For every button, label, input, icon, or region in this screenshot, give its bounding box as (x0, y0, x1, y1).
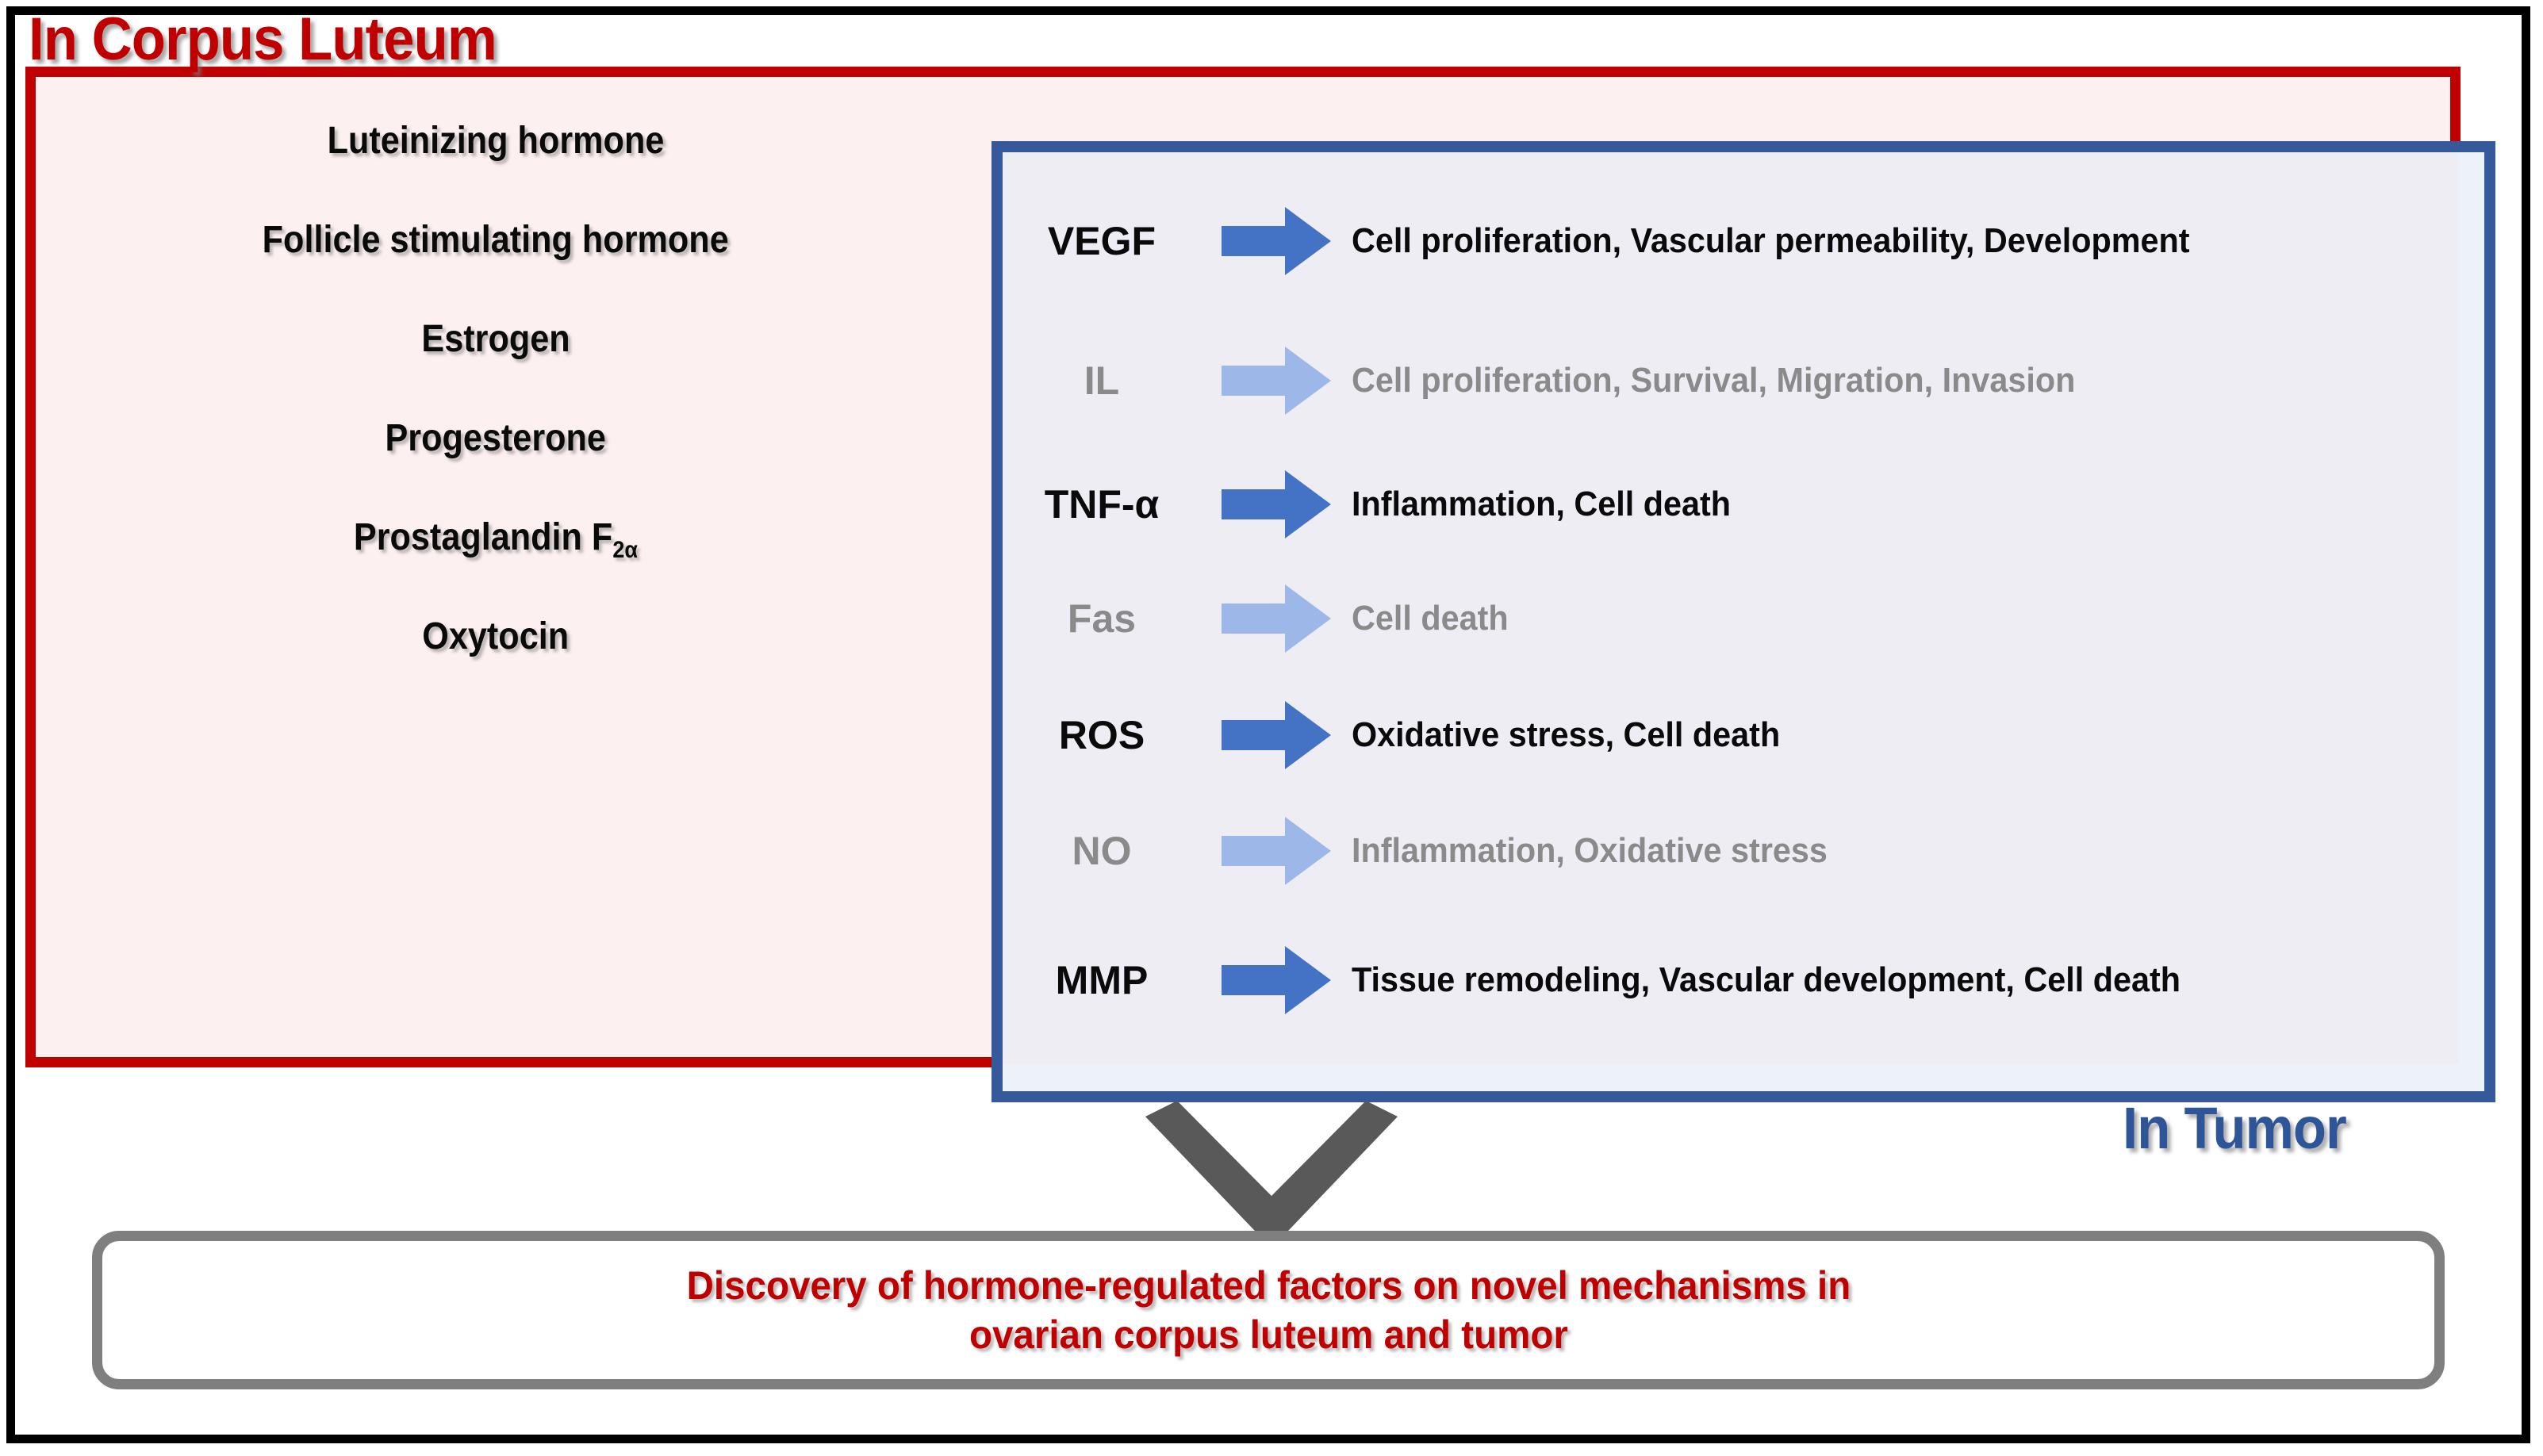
factor-effects: Inflammation, Oxidative stress (1352, 831, 1828, 871)
tumor-panel-inner-fill: VEGF Cell proliferation, Vascular permeab… (1003, 152, 2459, 1064)
right-block-arrow-icon (1201, 584, 1352, 653)
factor-row: VEGF Cell proliferation, Vascular permeab… (1003, 170, 2459, 312)
factor-effects: Oxidative stress, Cell death (1352, 715, 1781, 755)
hormone-item: Estrogen (421, 317, 570, 361)
factor-row: Fas Cell death (1003, 560, 2459, 677)
hormone-item: Follicle stimulating hormone (263, 218, 729, 262)
factor-label: NO (1072, 829, 1132, 873)
hormone-label: Prostaglandin F (353, 516, 613, 558)
factor-effects: Inflammation, Cell death (1352, 485, 1732, 524)
factor-row: IL Cell proliferation, Survival, Migratio… (1003, 312, 2459, 449)
hormone-subscript: 2α (612, 537, 639, 563)
chevron-down-icon (1145, 1101, 1398, 1252)
factor-effects: Tissue remodeling, Vascular development,… (1352, 960, 2181, 1000)
tumor-title: In Tumor (2123, 1095, 2347, 1161)
factor-label: VEGF (1047, 219, 1156, 263)
factor-effects: Cell death (1352, 599, 1509, 638)
factor-row: ROS Oxidative stress, Cell death (1003, 677, 2459, 793)
hormone-item: Progesterone (385, 416, 606, 460)
hormone-label: Follicle stimulating hormone (262, 219, 730, 261)
hormone-label: Luteinizing hormone (327, 120, 665, 162)
tumor-panel: VEGF Cell proliferation, Vascular permeab… (992, 141, 2495, 1102)
conclusion-text: Discovery of hormone-regulated factors o… (686, 1263, 1851, 1358)
hormone-label: Oxytocin (422, 615, 570, 657)
right-block-arrow-icon (1201, 347, 1352, 415)
factor-label: Fas (1067, 596, 1137, 641)
factor-row: MMP Tissue remodeling, Vascular developme… (1003, 909, 2459, 1052)
factor-row: TNF-α Inflammation, Cell death (1003, 449, 2459, 560)
factor-label: TNF-α (1044, 482, 1160, 527)
hormone-item: Oxytocin (423, 615, 570, 658)
right-block-arrow-icon (1201, 470, 1352, 538)
hormone-item: Luteinizing hormone (328, 119, 665, 163)
factor-label: ROS (1058, 713, 1145, 757)
corpus-luteum-title: In Corpus Luteum (29, 6, 497, 73)
right-block-arrow-icon (1201, 946, 1352, 1014)
factor-label: MMP (1055, 958, 1149, 1002)
factor-effects: Cell proliferation, Survival, Migration,… (1352, 361, 2076, 400)
factor-row: NO Inflammation, Oxidative stress (1003, 793, 2459, 909)
hormone-item: Prostaglandin F2α (353, 515, 638, 563)
factor-label: IL (1084, 358, 1120, 403)
factor-row-list: VEGF Cell proliferation, Vascular permeab… (1003, 152, 2459, 1064)
hormone-label: Estrogen (421, 318, 570, 360)
hormone-label: Progesterone (385, 417, 607, 459)
right-block-arrow-icon (1201, 207, 1352, 275)
conclusion-box: Discovery of hormone-regulated factors o… (92, 1231, 2445, 1389)
factor-effects: Cell proliferation, Vascular permeabilit… (1352, 221, 2190, 261)
right-block-arrow-icon (1201, 701, 1352, 769)
right-block-arrow-icon (1201, 817, 1352, 885)
